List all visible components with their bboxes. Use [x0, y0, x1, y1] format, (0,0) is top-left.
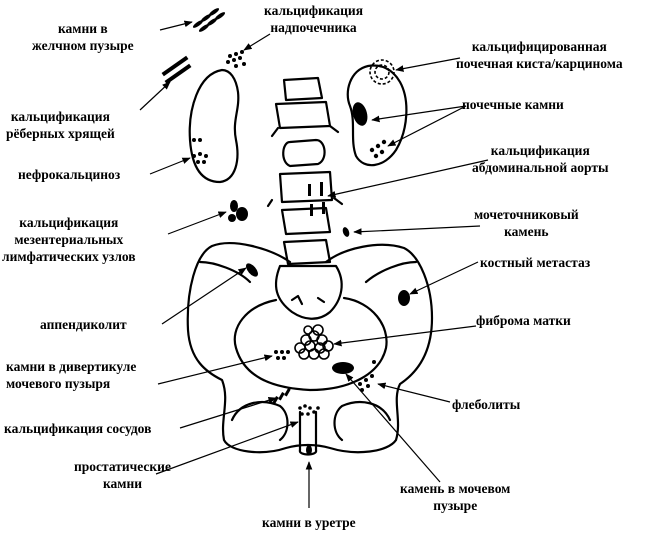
label-adrenal-calcification: кальцификация надпочечника	[264, 3, 364, 35]
label-vascular-calcification: кальцификация сосудов	[4, 421, 152, 436]
left-kidney	[346, 64, 408, 167]
label-urethral-stones: камни в уретре	[262, 515, 356, 530]
urethral-stone-mark	[306, 445, 312, 455]
uterine-fibroid-mark	[294, 324, 334, 360]
mesenteric-nodes	[228, 200, 248, 222]
appendicolith-mark	[246, 263, 258, 277]
label-ureteral-stone: мочеточниковый камень	[474, 207, 579, 239]
label-gallbladder-stones: камни в желчном пузыре	[32, 21, 134, 53]
sacrum	[274, 264, 343, 320]
nephrocalcinosis-marks	[192, 138, 208, 164]
lumbar-spine	[266, 76, 344, 266]
prostatic-stones	[298, 404, 320, 416]
gallbladder-stones-marks	[192, 8, 226, 32]
aortic-calcification-marks	[308, 182, 325, 216]
label-bladder-diverticulum-stones: камни в дивертикуле мочевого пузыря	[6, 359, 137, 391]
label-nephrocalcinosis: нефрокальциноз	[18, 167, 121, 182]
label-uterine-fibroid: фиброма матки	[476, 313, 571, 328]
label-mesenteric-lymph-node-calcification: кальцификация мезентериальных лимфатичес…	[2, 215, 136, 264]
kidney-stones-small	[369, 139, 387, 159]
ureteral-stone	[342, 227, 350, 237]
phleboliths-marks	[358, 360, 376, 392]
bladder-stone-mark	[332, 362, 354, 374]
pelvis-outline	[186, 242, 434, 454]
label-aortic-calcification: кальцификация абдоминальной аорты	[472, 143, 609, 175]
kidney-stone-large	[352, 102, 368, 126]
label-costal-cartilage-calcification: кальцификация рёберных хрящей	[6, 109, 115, 141]
label-kidney-stones: почечные камни	[462, 97, 564, 112]
right-kidney	[188, 68, 240, 184]
adrenal-calcification-marks	[226, 50, 246, 68]
label-renal-cyst-calcified: кальцифицированная почечная киста/карцин…	[456, 39, 623, 71]
label-appendicolith: аппендиколит	[40, 317, 127, 332]
label-bladder-stone: камень в мочевом пузыре	[400, 481, 511, 513]
vascular-calcification-marks	[272, 388, 291, 405]
label-prostatic-stones: простатические камни	[74, 459, 171, 491]
bone-metastasis-mark	[398, 290, 410, 306]
diverticulum-stones	[274, 350, 290, 360]
costal-cartilage-marks	[161, 55, 192, 85]
label-bone-metastasis: костный метастаз	[480, 255, 591, 270]
pelvic-inlet	[233, 296, 388, 392]
label-phleboliths: флеболиты	[452, 397, 521, 412]
calcified-cyst-mark	[369, 59, 395, 85]
